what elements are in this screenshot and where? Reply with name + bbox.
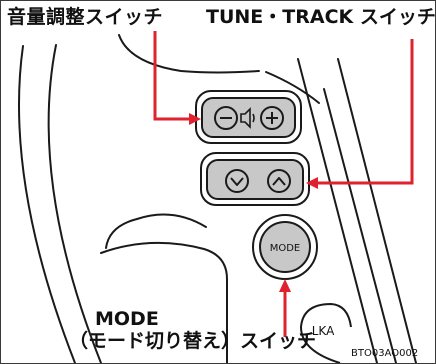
column-line-2 <box>323 88 397 363</box>
wheel-rim-inner <box>47 44 102 363</box>
chevron-down-icon[interactable] <box>225 169 249 193</box>
mode-switch-label-line2: （モード切り替え）スイッチ <box>69 330 317 352</box>
lka-button[interactable] <box>299 302 352 363</box>
speaker-icon <box>240 107 255 129</box>
tune-track-switch-group <box>200 152 310 206</box>
spoke-top-edge <box>118 34 260 74</box>
callout-arrows <box>153 31 414 337</box>
figure-code: BTO03AO002 <box>351 348 419 359</box>
tune-track-switch-button[interactable] <box>206 159 304 200</box>
lka-button-label: LKA <box>312 324 335 338</box>
tune-track-callout-line <box>316 39 414 185</box>
column-line-1 <box>297 58 378 363</box>
lka-button-group: LKA <box>299 302 352 363</box>
tune-track-arrowhead <box>306 177 318 189</box>
chevron-up-icon[interactable] <box>267 169 291 193</box>
mode-arrowhead <box>279 279 291 292</box>
minus-icon <box>214 106 238 130</box>
wheel-rim-outer <box>17 45 76 363</box>
callout-arrowheads <box>189 113 318 292</box>
mode-switch-label-line1: MODE <box>95 308 159 330</box>
plus-icon <box>260 106 284 130</box>
volume-callout-line <box>153 31 191 121</box>
mode-button-group: MODE <box>252 214 318 280</box>
tune-track-switch-label: TUNE・TRACK スイッチ <box>206 6 436 28</box>
volume-switch-group <box>195 90 302 144</box>
volume-switch-label: 音量調整スイッチ <box>7 6 164 28</box>
mode-button[interactable] <box>259 221 311 273</box>
wheel-outline <box>17 34 417 363</box>
spoke-lower-edge <box>105 213 207 249</box>
mode-button-label: MODE <box>270 243 301 254</box>
spoke-top-right-edge <box>265 71 320 104</box>
spoke-inner-edge <box>100 241 228 280</box>
volume-arrowhead <box>189 113 201 125</box>
column-line-3 <box>337 58 417 363</box>
